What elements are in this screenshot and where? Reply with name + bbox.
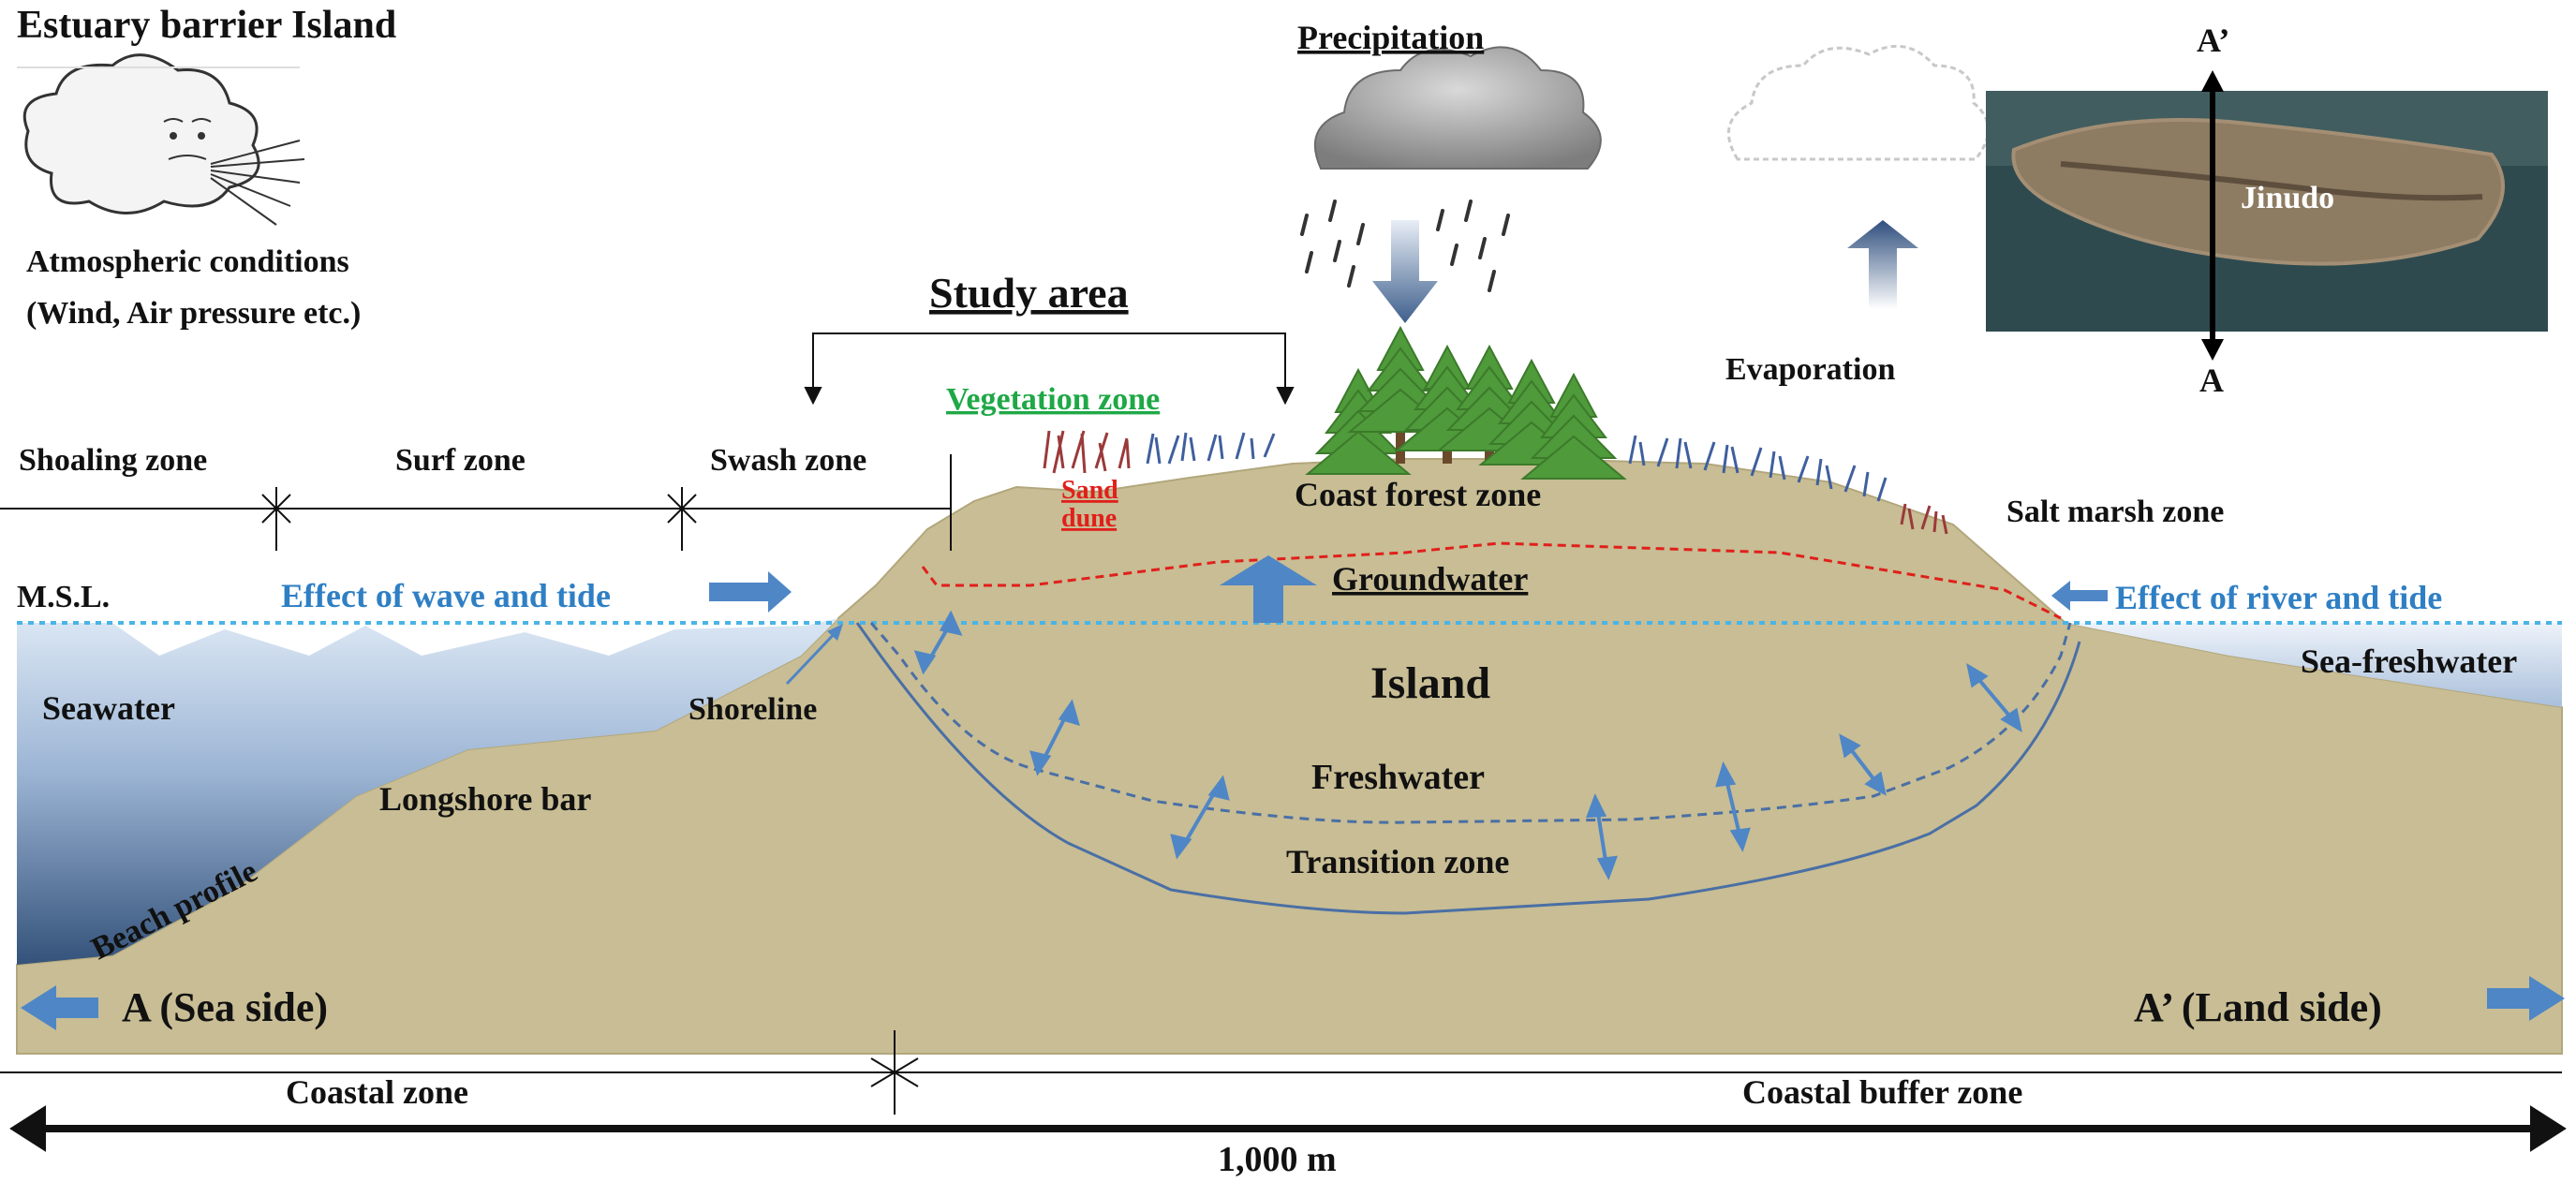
land-side-label: A’ (Land side) [2134, 984, 2382, 1030]
surf-zone-label: Surf zone [395, 443, 526, 478]
coast-forest-trees [1305, 325, 1627, 480]
shoaling-zone-label: Shoaling zone [19, 443, 207, 478]
island-cross-section [16, 458, 2563, 1055]
study-area-label: Study area [929, 269, 1129, 317]
transition-boundary [855, 622, 2081, 915]
exchange-arrows [913, 610, 2022, 880]
zone-dividers [0, 332, 2567, 1152]
grass-icon [1043, 430, 1948, 535]
shoreline-pointer-head [827, 624, 843, 641]
inset-marker-bottom: A [2199, 362, 2224, 399]
exchange-arrow-icon [1966, 662, 2022, 733]
wave-tide-label: Effect of wave and tide [281, 577, 611, 614]
atmosphere-label-1: Atmospheric conditions [26, 244, 349, 279]
seawater-label: Seawater [42, 689, 175, 727]
swash-zone-label: Swash zone [710, 443, 866, 478]
coastal-zone-label: Coastal zone [286, 1073, 468, 1111]
sand-body [16, 458, 2563, 1055]
transition-zone-label: Transition zone [1286, 843, 1509, 880]
precipitation-label: Precipitation [1297, 19, 1484, 56]
longshore-bar-label: Longshore bar [379, 780, 591, 818]
river-tide-arrow-icon [2051, 581, 2108, 611]
salt-marsh-zone-label: Salt marsh zone [2006, 495, 2224, 529]
sea-side-label: A (Sea side) [122, 984, 328, 1030]
sand-dune-label-1: Sand [1061, 476, 1118, 505]
msl-label: M.S.L. [17, 580, 110, 614]
inset-marker-top: A’ [2197, 22, 2229, 59]
groundwater-table [921, 541, 2062, 620]
groundwater-up-arrow-icon [1220, 555, 1317, 623]
island-label: Island [1370, 658, 1490, 708]
wind-cloud-icon [22, 53, 305, 226]
atmosphere-label-2: (Wind, Air pressure etc.) [26, 296, 361, 331]
seawater-body [17, 618, 838, 965]
exchange-arrow-icon [1715, 761, 1751, 852]
freshwater-label: Freshwater [1311, 758, 1485, 797]
rain-cloud-icon [1300, 46, 1602, 323]
inset-map [1986, 70, 2548, 361]
shoreline-label: Shoreline [688, 692, 817, 727]
sea-freshwater-body [2065, 623, 2562, 707]
wave-tide-arrow-icon [709, 571, 792, 613]
tree-icon [1520, 372, 1627, 480]
river-tide-label: Effect of river and tide [2115, 579, 2442, 616]
shoreline-pointer [785, 628, 840, 686]
sea-side-arrow-icon [21, 985, 98, 1030]
groundwater-label: Groundwater [1332, 560, 1528, 598]
coast-forest-zone-label: Coast forest zone [1295, 476, 1541, 513]
vegetation-zone-label: Vegetation zone [946, 382, 1160, 417]
exchange-arrow-icon [1586, 792, 1619, 880]
sand-dune-label-2: dune [1061, 504, 1117, 533]
inset-place-label: Jinudo [2241, 181, 2334, 215]
exchange-arrow-icon [913, 610, 963, 675]
scale-label: 1,000 m [1218, 1140, 1337, 1179]
freshwater-boundary [869, 622, 2072, 824]
evaporation-cloud-icon [1726, 44, 1990, 309]
coastal-buffer-zone-label: Coastal buffer zone [1742, 1073, 2022, 1111]
exchange-arrow-icon [1029, 699, 1080, 776]
exchange-arrow-icon [1170, 775, 1230, 860]
evaporation-label: Evaporation [1725, 352, 1895, 387]
exchange-arrow-icon [1839, 733, 1887, 796]
land-side-arrow-icon [2487, 976, 2565, 1021]
sea-freshwater-label: Sea-freshwater [2301, 643, 2517, 680]
diagram-title: Estuary barrier Island [17, 4, 396, 47]
